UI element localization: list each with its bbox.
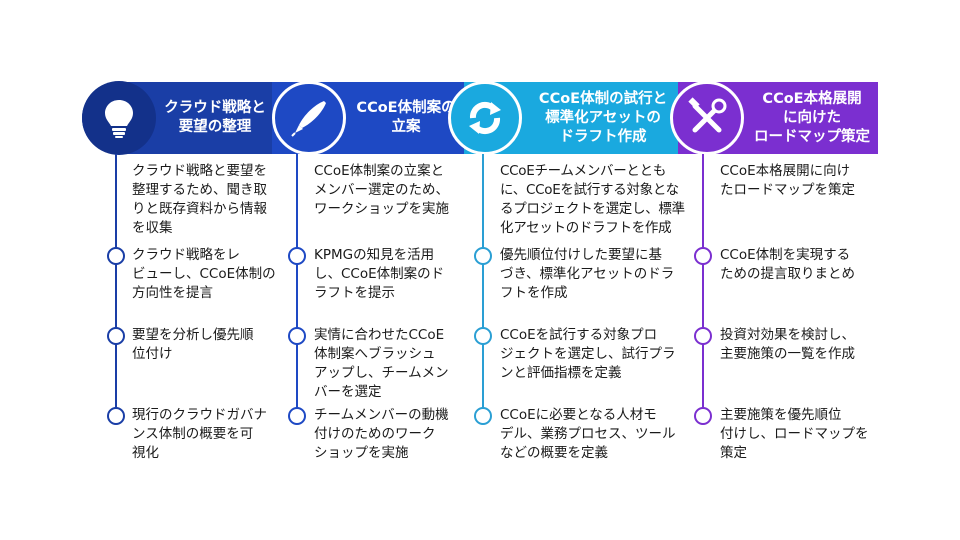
phase-1-dot [107, 407, 125, 425]
phase-4-dot [694, 327, 712, 345]
phase-2-item: CCoE体制案の立案と メンバー選定のため、 ワークショップを実施 [314, 163, 449, 217]
phase-1-icon-circle [82, 81, 156, 155]
phase-4-dot [694, 407, 712, 425]
phase-4-timeline [702, 154, 704, 420]
phase-2-item: 実情に合わせたCCoE 体制案へブラッシュ アップし、チームメン バーを選定 [314, 327, 449, 400]
phase-1-item: 現行のクラウドガバナ ンス体制の概要を可 視化 [132, 407, 267, 461]
phase-3-item: 優先順位付けした要望に基 づき、標準化アセットのドラ フトを作成 [500, 247, 675, 301]
phase-4-item: 投資対効果を検討し、 主要施策の一覧を作成 [720, 327, 855, 362]
tools-icon [688, 97, 727, 133]
phase-1-dot [107, 247, 125, 265]
phase-1-dot [107, 327, 125, 345]
phase-3-dot [474, 407, 492, 425]
phase-1-item: クラウド戦略と要望を 整理するため、聞き取 りと既存資料から情報 を収集 [132, 163, 267, 236]
phase-2-item: チームメンバーの動機 付けのためのワーク ショップを実施 [314, 407, 449, 461]
phase-4-icon-circle [670, 81, 744, 155]
phase-3-item: CCoEチームメンバーととも に、CCoEを試行する対象とな るプロジェクトを選… [500, 163, 685, 236]
phase-2-dot [288, 327, 306, 345]
phase-2-item: KPMGの知見を活用 し、CCoE体制案のド ラフトを提示 [314, 247, 445, 301]
phase-3-item: CCoEを試行する対象プロ ジェクトを選定し、試行プラ ンと評価指標を定義 [500, 327, 676, 381]
phase-4-item: 主要施策を優先順位 付けし、ロードマップを 策定 [720, 407, 869, 461]
phase-3-dot [474, 327, 492, 345]
phase-3-dot [474, 247, 492, 265]
phase-2-title: CCoE体制案の 立案 [356, 100, 456, 135]
phase-2-dot [288, 247, 306, 265]
phase-2-dot [288, 407, 306, 425]
phase-1-timeline [115, 154, 117, 420]
refresh-icon [469, 101, 501, 135]
phase-4-header: CCoE本格展開 に向けた ロードマップ策定 [670, 81, 878, 155]
phase-2-icon-circle [272, 81, 346, 155]
phase-1-item: クラウド戦略をレ ビューし、CCoE体制の 方向性を提言 [132, 247, 276, 301]
phase-4-item: CCoE本格展開に向け たロードマップを策定 [720, 163, 855, 198]
lightbulb-icon [105, 100, 133, 138]
pen-icon [291, 101, 326, 137]
phase-4-title: CCoE本格展開 に向けた ロードマップ策定 [754, 90, 870, 145]
phase-2-header: CCoE体制案の 立案 [272, 81, 470, 155]
phase-3-icon-circle [448, 81, 522, 155]
phase-4-dot [694, 247, 712, 265]
phase-3-timeline [482, 154, 484, 420]
phase-1-header: クラウド戦略と 要望の整理 [82, 81, 278, 155]
phase-2-timeline [296, 154, 298, 420]
phase-3-title: CCoE体制の試行と 標準化アセットの ドラフト作成 [538, 90, 668, 145]
phase-4-item: CCoE体制を実現する ための提言取りまとめ [720, 247, 855, 282]
phase-3-item: CCoEに必要となる人材モ デル、業務プロセス、ツール などの概要を定義 [500, 407, 676, 461]
phase-3-header: CCoE体制の試行と 標準化アセットの ドラフト作成 [448, 81, 684, 155]
phase-1-item: 要望を分析し優先順 位付け [132, 327, 254, 362]
phase-1-title: クラウド戦略と 要望の整理 [164, 100, 266, 135]
